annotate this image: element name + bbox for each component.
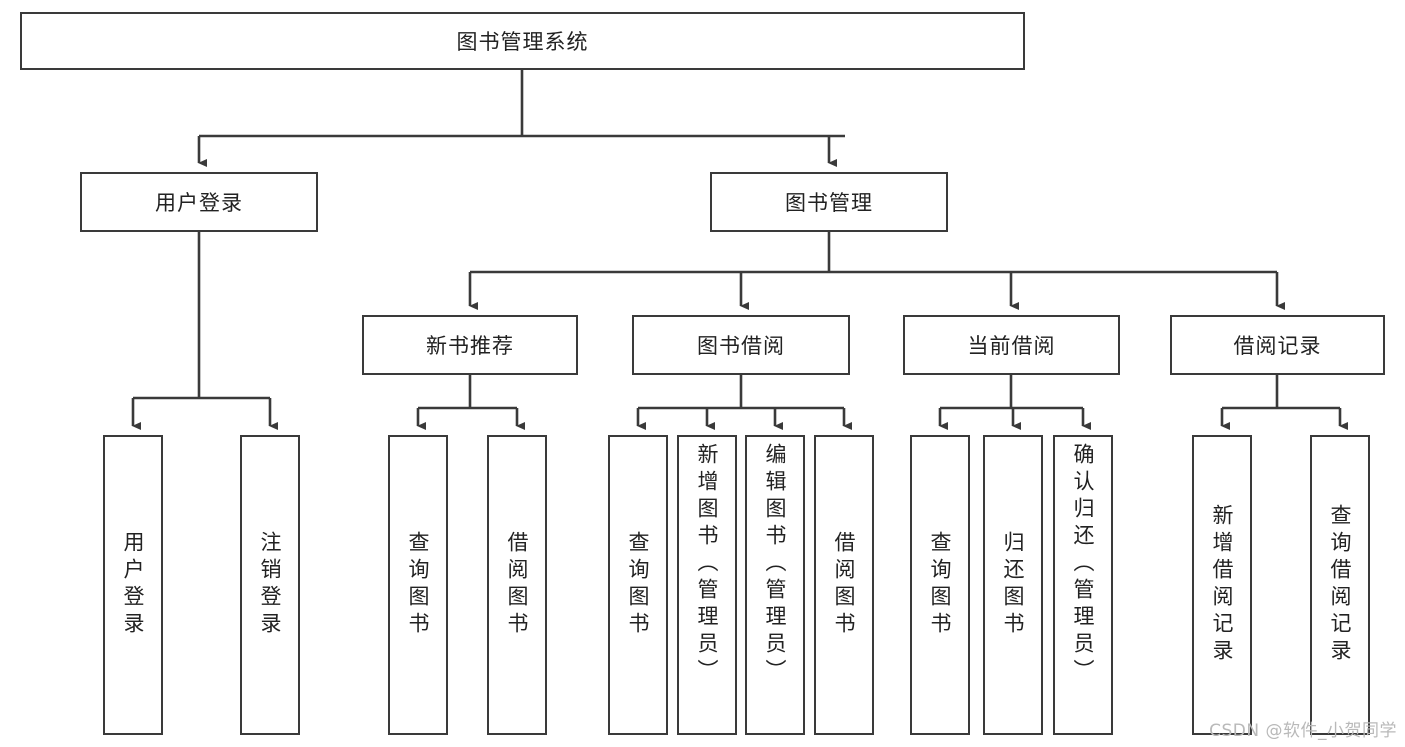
leaf-borrow-book[interactable]: 借阅图书 [814,435,874,735]
node-book-borrow[interactable]: 图书借阅 [632,315,850,375]
leaf-user-login[interactable]: 用户登录 [103,435,163,735]
leaf-return-book-label: 归还图书 [1001,531,1026,639]
node-borrow-record-label: 借阅记录 [1233,334,1322,358]
node-book-borrow-label: 图书借阅 [697,334,785,358]
leaf-query-book-rec[interactable]: 查询图书 [388,435,448,735]
leaf-confirm-return-admin[interactable]: 确认归还（管理员） [1053,435,1113,735]
leaf-logout-label: 注销登录 [258,531,283,639]
node-borrow-record[interactable]: 借阅记录 [1170,315,1385,375]
leaf-query-book-rec-label: 查询图书 [406,531,431,639]
leaf-query-borrow-record-label: 查询借阅记录 [1328,504,1353,666]
leaf-borrow-book-label: 借阅图书 [832,531,857,639]
node-new-book-recommend-label: 新书推荐 [426,334,514,358]
leaf-edit-book-admin[interactable]: 编辑图书（管理员） [745,435,805,735]
leaf-query-borrow-record[interactable]: 查询借阅记录 [1310,435,1370,735]
node-current-borrow-label: 当前借阅 [967,334,1056,358]
leaf-user-login-label: 用户登录 [121,531,146,639]
leaf-query-book-current-label: 查询图书 [928,531,953,639]
leaf-edit-book-admin-label: 编辑图书（管理员） [763,443,788,686]
leaf-query-book-borrow[interactable]: 查询图书 [608,435,668,735]
node-new-book-recommend[interactable]: 新书推荐 [362,315,578,375]
leaf-borrow-book-rec[interactable]: 借阅图书 [487,435,547,735]
leaf-return-book[interactable]: 归还图书 [983,435,1043,735]
leaf-logout[interactable]: 注销登录 [240,435,300,735]
leaf-query-book-borrow-label: 查询图书 [626,531,651,639]
node-book-management-label: 图书管理 [785,191,873,215]
leaf-add-book-admin[interactable]: 新增图书（管理员） [677,435,737,735]
leaf-add-borrow-record-label: 新增借阅记录 [1210,504,1235,666]
leaf-borrow-book-rec-label: 借阅图书 [505,531,530,639]
node-root[interactable]: 图书管理系统 [20,12,1025,70]
node-user-login[interactable]: 用户登录 [80,172,318,232]
node-book-management[interactable]: 图书管理 [710,172,948,232]
node-user-login-label: 用户登录 [155,191,243,215]
leaf-add-borrow-record[interactable]: 新增借阅记录 [1192,435,1252,735]
node-root-label: 图书管理系统 [456,30,589,54]
node-current-borrow[interactable]: 当前借阅 [903,315,1120,375]
leaf-confirm-return-admin-label: 确认归还（管理员） [1071,443,1096,686]
leaf-add-book-admin-label: 新增图书（管理员） [695,443,720,686]
leaf-query-book-current[interactable]: 查询图书 [910,435,970,735]
